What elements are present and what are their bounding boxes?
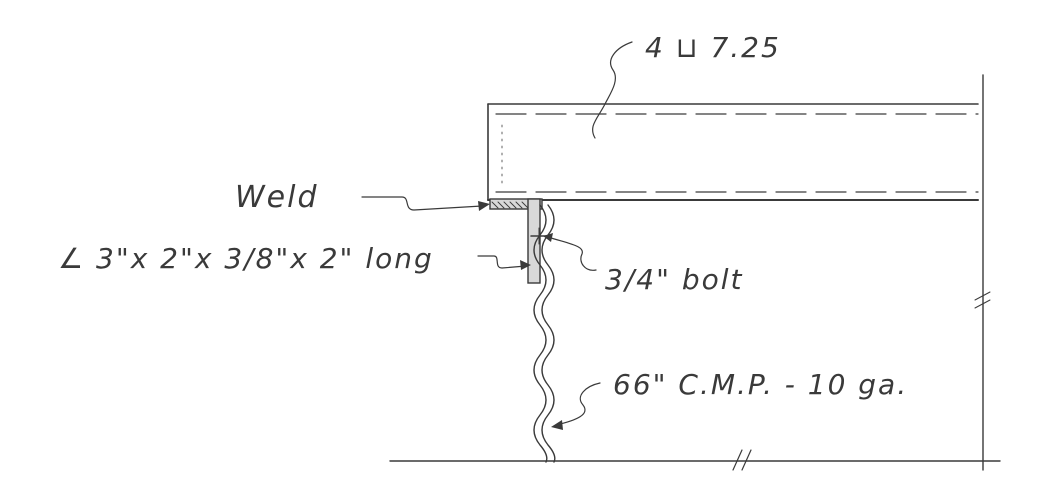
ground-line — [389, 449, 1001, 471]
weld-arrowhead — [478, 201, 490, 211]
beam-label: 4 ⊔ 7.25 — [645, 31, 781, 64]
angle-arrowhead — [520, 260, 531, 270]
angle-bracket — [489, 198, 543, 284]
beam-leader — [592, 41, 633, 139]
right-wall — [974, 74, 991, 471]
pipe-arrowhead — [551, 420, 563, 430]
bolt-label: 3/4" bolt — [605, 263, 744, 296]
weld-label: Weld — [235, 180, 319, 215]
corrugated-pipe-wall — [533, 204, 556, 463]
angle-leader — [477, 255, 527, 269]
pipe-label: 66" C.M.P. - 10 ga. — [613, 368, 908, 401]
weld-leader — [361, 196, 483, 211]
bolt-arrowhead — [543, 233, 553, 242]
bolt-leader — [547, 236, 597, 271]
pipe-leader — [555, 382, 601, 426]
beam-channel — [487, 103, 979, 201]
leader-lines — [361, 41, 633, 430]
angle-label: ∠ 3"x 2"x 3/8"x 2" long — [58, 242, 434, 275]
